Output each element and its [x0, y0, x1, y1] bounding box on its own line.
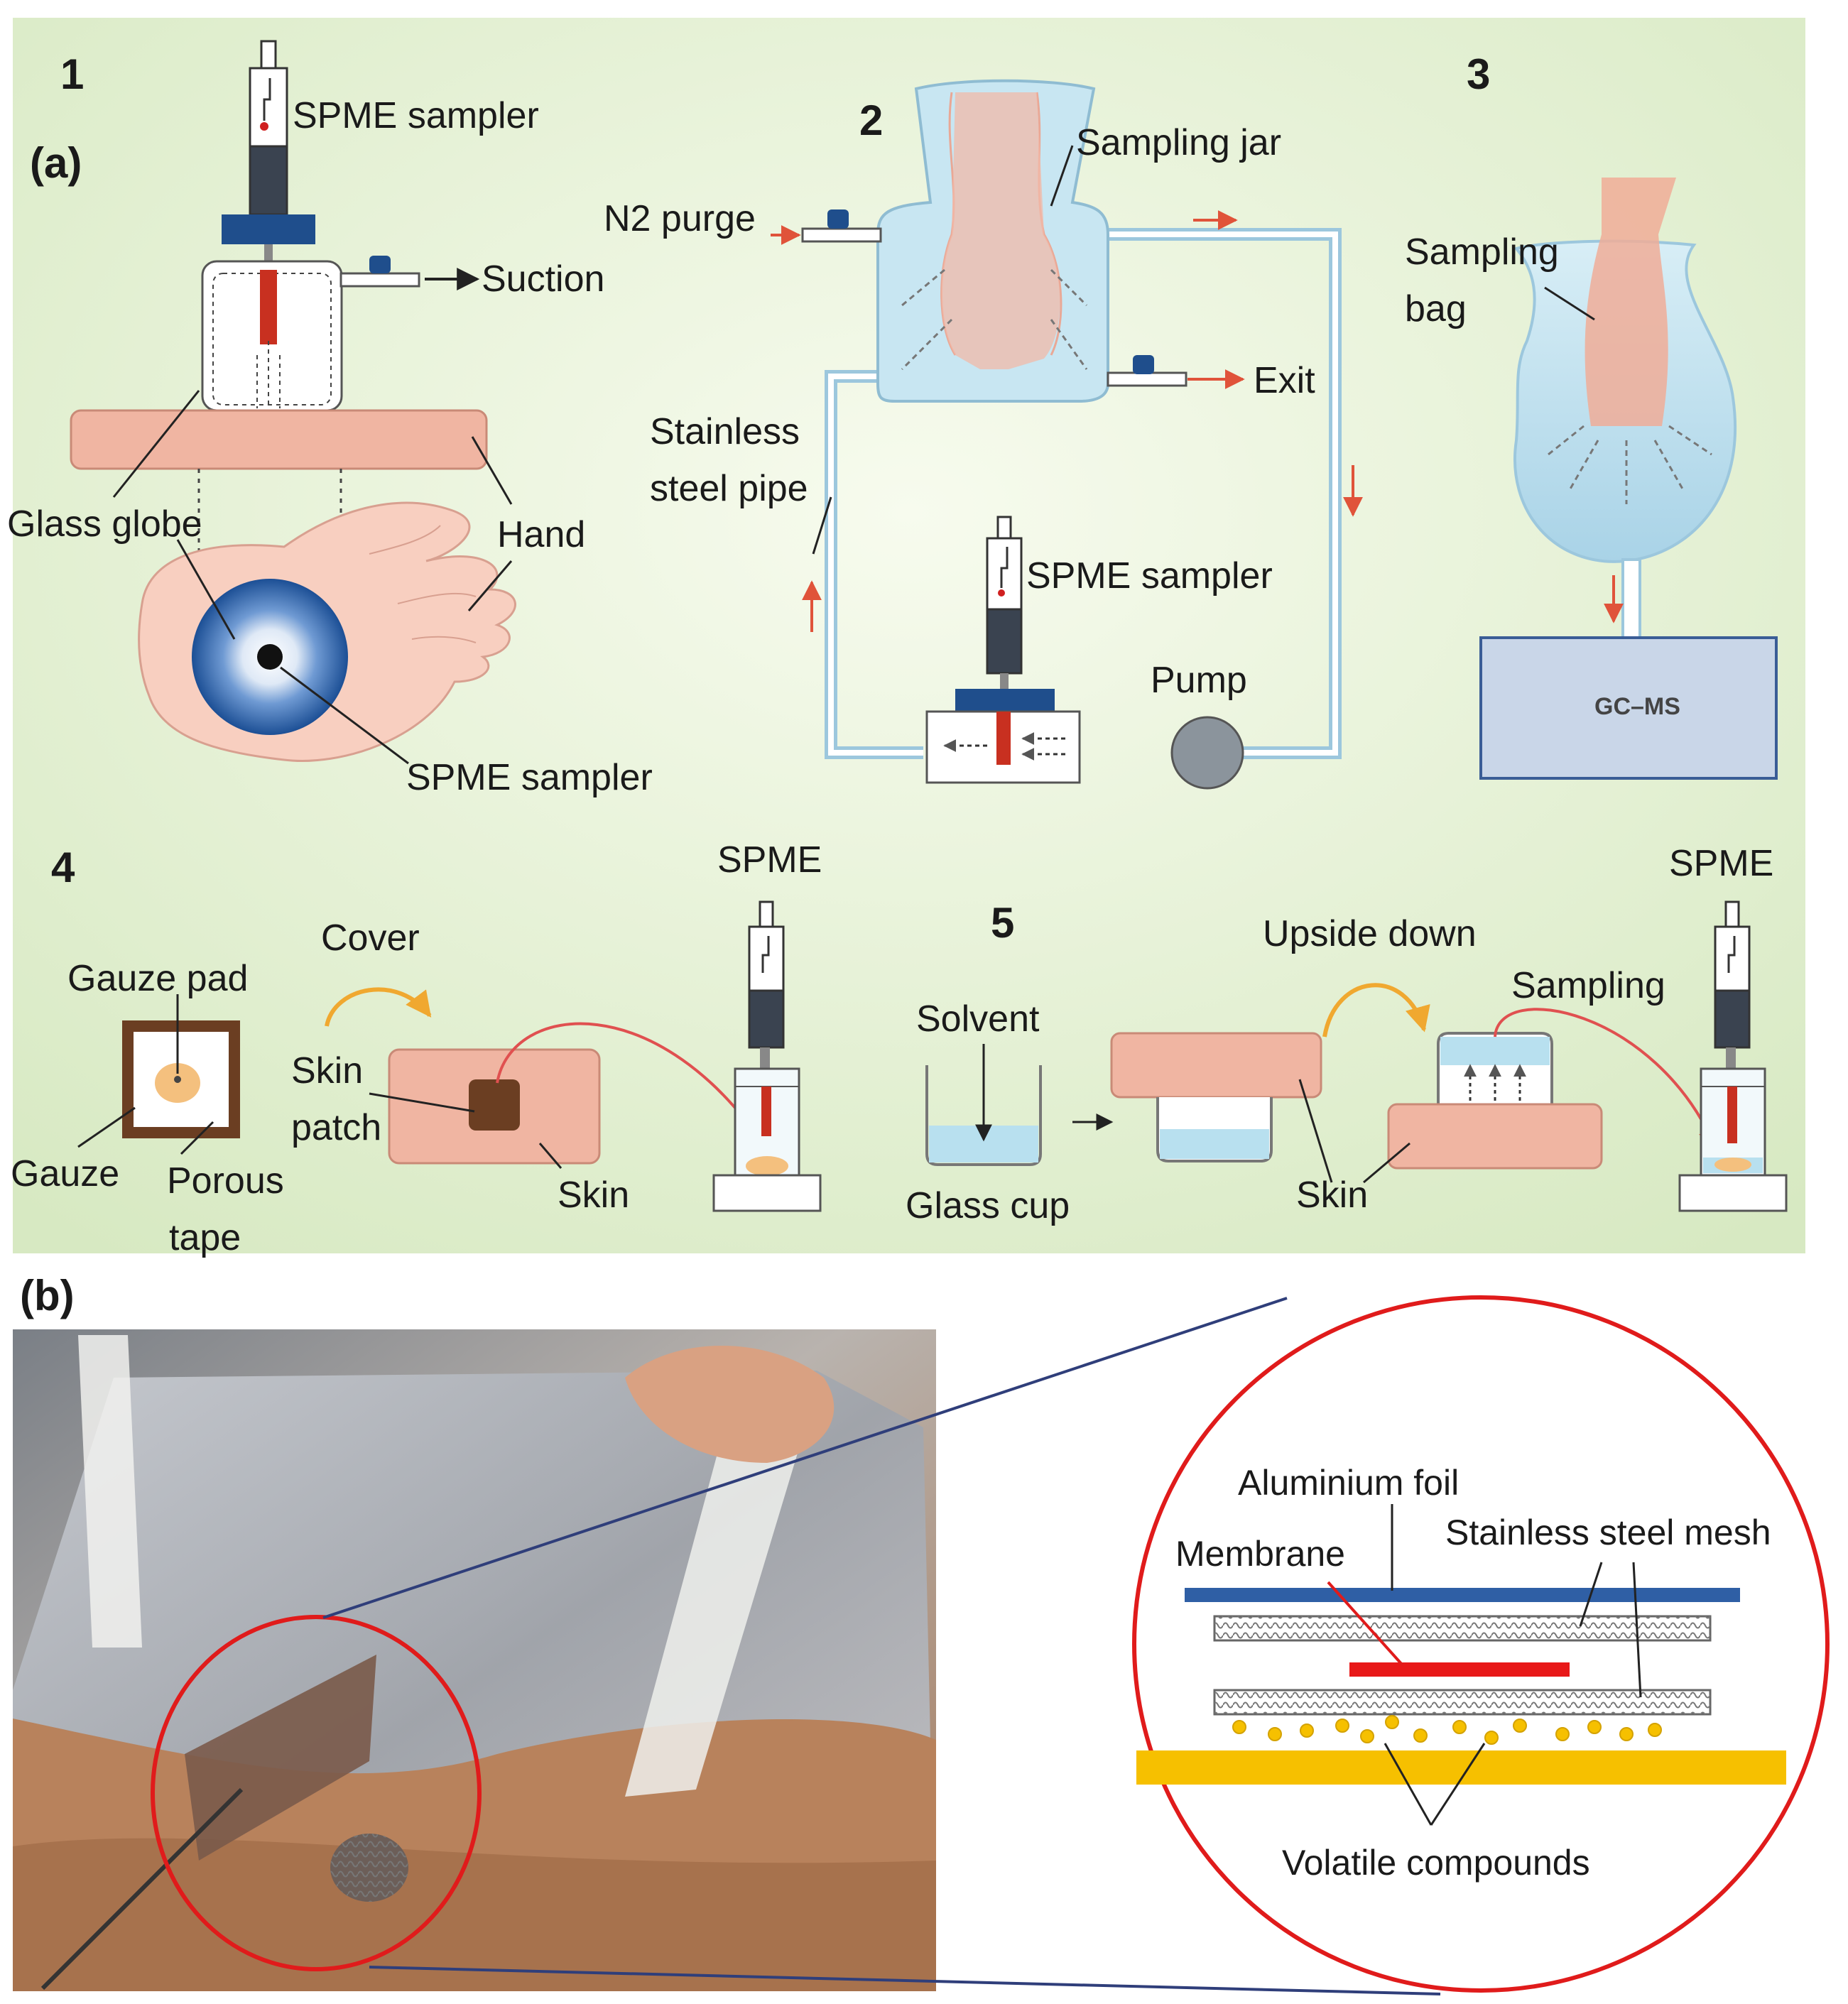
gc-ms-instrument: [1479, 636, 1778, 780]
panel-b-tag: (b): [20, 1272, 75, 1319]
photo-foil-patch-on-skin: [13, 1329, 936, 1991]
spme-sampler-label-bottom: SPME sampler: [406, 757, 653, 798]
subpanel-1: 1 (a) SPME sampler Suction: [7, 40, 653, 798]
porous-tape-label-2: tape: [169, 1217, 241, 1258]
sampling-bag-label-2: bag: [1405, 288, 1467, 330]
subpanel-4: 4 SPME Cover Gauze pad: [11, 839, 822, 1258]
volatile-compounds-label: Volatile compounds: [1282, 1843, 1590, 1883]
glass-globe-label: Glass globe: [7, 503, 202, 545]
hand-label: Hand: [497, 514, 585, 555]
solvent-label: Solvent: [916, 998, 1040, 1040]
glass-globe-chamber: [201, 256, 480, 412]
subpanel-4-number: 4: [51, 844, 75, 891]
glass-cup: [925, 1065, 1042, 1166]
skin-slab-5b: [1387, 1103, 1603, 1170]
spme-syringe-icon-2: [955, 516, 1055, 712]
glass-cup-label: Glass cup: [906, 1185, 1070, 1226]
gauze-pad-label: Gauze pad: [67, 958, 248, 999]
hand-section-slab: [70, 409, 488, 470]
porous-tape-label-1: Porous: [167, 1160, 284, 1202]
subpanel-2-number: 2: [859, 97, 883, 144]
sampling-jar-label: Sampling jar: [1076, 122, 1281, 163]
steel-pipe-label-1: Stainless: [650, 411, 800, 452]
stainless-mesh-label: Stainless steel mesh: [1445, 1513, 1771, 1552]
spme-vial-4: [712, 900, 822, 1212]
aluminium-foil-layer: [1185, 1588, 1740, 1602]
exit-label: Exit: [1254, 360, 1315, 401]
skin-label-4: Skin: [558, 1175, 629, 1216]
cover-label: Cover: [321, 917, 420, 959]
aluminium-foil-label: Aluminium foil: [1238, 1463, 1459, 1503]
panel-a-tag: (a): [30, 139, 82, 187]
subpanel-2: 2: [604, 79, 1363, 790]
gc-ms-label: GC–MS: [1594, 693, 1680, 720]
steel-pipe-label-2: steel pipe: [650, 468, 808, 509]
zoom-detail-circle: [1132, 1295, 1830, 1993]
subpanel-1-number: 1: [60, 50, 84, 98]
photo-highlight-circle: [151, 1615, 482, 1971]
suction-label: Suction: [482, 258, 604, 300]
n2-purge-label: N2 purge: [604, 198, 756, 239]
subpanel-5-number: 5: [991, 899, 1014, 947]
spme-sampler-label-2: SPME sampler: [1026, 555, 1273, 597]
upside-down-label: Upside down: [1263, 913, 1477, 954]
pump-icon: [1170, 716, 1244, 790]
subpanel-3: 3 GC–MS Sampling bag: [1405, 50, 1778, 780]
volatile-compound-dots: [1232, 1715, 1662, 1745]
sampling-bag-label-1: Sampling: [1405, 232, 1559, 273]
membrane-layer: [1349, 1662, 1570, 1677]
membrane-label: Membrane: [1175, 1534, 1345, 1574]
spme-label-4: SPME: [717, 839, 822, 881]
skin-patch-label-2: patch: [291, 1107, 381, 1148]
spme-sampler-label-top: SPME sampler: [293, 95, 539, 136]
spme-label-5: SPME: [1669, 843, 1773, 884]
skin-slab-5a: [1110, 1032, 1322, 1099]
subpanel-3-number: 3: [1467, 50, 1490, 98]
skin-patch-label-1: Skin: [291, 1050, 363, 1091]
spme-syringe-icon: [222, 40, 315, 273]
gauze-label: Gauze: [11, 1153, 119, 1194]
pump-label: Pump: [1151, 660, 1247, 701]
sampling-label: Sampling: [1511, 965, 1665, 1006]
skin-label-5: Skin: [1296, 1175, 1368, 1216]
subpanel-5: 5: [906, 843, 1788, 1226]
spme-vial-5: [1678, 900, 1788, 1212]
